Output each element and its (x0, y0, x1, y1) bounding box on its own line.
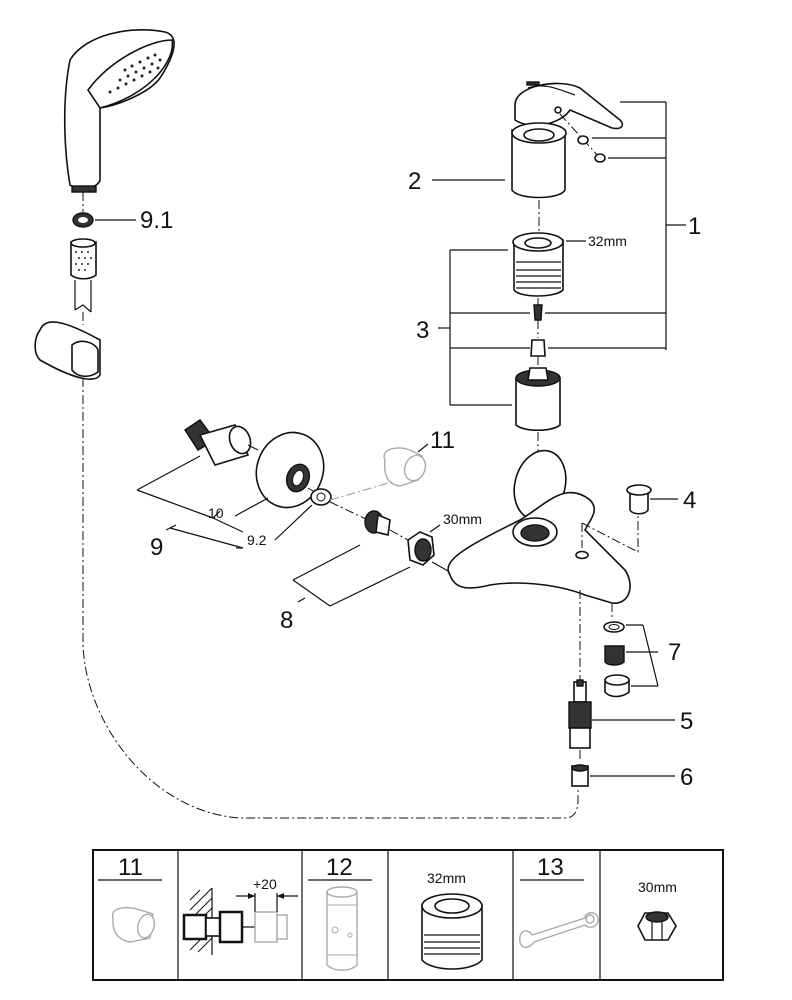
callout-10: 9.1 (140, 207, 173, 234)
callout-9.2: 10 (208, 505, 224, 521)
callout-1: 1 (688, 213, 701, 240)
callout-11: 11 (430, 427, 455, 454)
shower-hose (74, 280, 92, 313)
table-tool-sleeve-icon (326, 886, 358, 971)
table-extension-icon (111, 906, 156, 943)
diverter-cap-6 (571, 764, 589, 787)
lever-handle (514, 81, 624, 130)
callout-3: 3 (416, 317, 429, 344)
extension-piece-11 (383, 447, 427, 487)
hose-washer-10 (72, 212, 94, 228)
hose-nut (70, 238, 97, 280)
dimension-32mm: 32mm (588, 233, 627, 249)
callout-4: 4 (683, 487, 696, 514)
handle-screw (577, 135, 589, 145)
cartridge (515, 367, 561, 432)
callout-1-bracket (545, 101, 686, 350)
callout-2: 2 (408, 168, 421, 195)
rosette-9.2 (255, 431, 325, 509)
callout-3-bracket (438, 249, 530, 406)
table-union-nut-icon (637, 911, 677, 941)
callout-8-bracket (292, 544, 411, 607)
table-cell-plus20-caption: +20 (253, 876, 277, 892)
table-cell-32mm-caption: 32mm (427, 870, 466, 886)
hose-route (82, 378, 579, 819)
table-cell-12-number: 12 (326, 854, 353, 881)
callout-5: 5 (680, 708, 693, 735)
spindle-adapter (530, 339, 546, 357)
escutcheon-sleeve-2 (511, 122, 567, 199)
s-union-9 (184, 419, 252, 466)
diverter-5 (568, 679, 592, 749)
washer-9.1 (310, 488, 332, 506)
callout-8: 8 (280, 607, 293, 634)
union-nut-30mm (407, 531, 435, 566)
handle-cap (594, 153, 606, 163)
table-installation-icon (182, 887, 298, 955)
callout-6: 6 (680, 764, 693, 791)
table-wrench-icon (519, 912, 599, 948)
aerator-set-7 (603, 621, 630, 698)
cap-plug-4 (626, 484, 652, 515)
callout-9: 9 (150, 534, 163, 561)
eccentric-nipple (364, 510, 391, 536)
callout-9.1: 9.2 (247, 532, 267, 548)
table-cell-11-number: 11 (118, 854, 143, 881)
callout-9-bracket (136, 455, 244, 533)
cartridge-nut (512, 232, 564, 297)
dimension-30mm: 30mm (443, 511, 482, 527)
callout-7: 7 (668, 639, 681, 666)
cartridge-screw (533, 304, 543, 321)
table-cell-30mm-caption: 30mm (638, 879, 677, 895)
callout-7-bracket (626, 624, 659, 687)
hand-shower-head (63, 29, 175, 193)
table-cartridge-nut-icon (421, 893, 483, 970)
wall-holder (34, 321, 101, 380)
mixer-body (447, 449, 631, 604)
table-cell-13-number: 13 (537, 854, 564, 881)
